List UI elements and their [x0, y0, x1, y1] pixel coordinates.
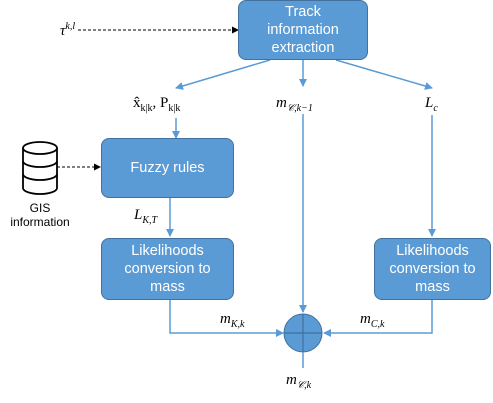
tau-sup: k,l — [65, 21, 76, 32]
lkt-sub: K,T — [142, 215, 158, 226]
likelihood-conversion-right-box: Likelihoods conversion to mass — [374, 238, 491, 300]
label-separator: , — [152, 95, 161, 111]
p-sub: k|k — [168, 103, 181, 114]
arrow-track-to-lc — [335, 59, 433, 90]
m-final-sub: 𝒞,k — [296, 380, 312, 391]
mkk-label: mK,k — [220, 311, 244, 330]
mck-base: m — [360, 311, 371, 327]
m-prev-label: m𝒞,k−1 — [276, 95, 313, 114]
p-base: P — [160, 95, 169, 111]
m-final-base: m — [286, 372, 297, 388]
x-base: x̂ — [133, 95, 141, 111]
database-icon — [22, 141, 58, 195]
combination-operator-icon — [283, 313, 323, 353]
arrow-likelihood-left-to-combiner — [169, 300, 284, 337]
likelihood-conversion-left-box: Likelihoods conversion to mass — [101, 238, 234, 300]
mck-sub: C,k — [370, 319, 385, 330]
x-sub: k|k — [140, 103, 153, 114]
mkk-sub: K,k — [230, 319, 245, 330]
tau-base: τ — [60, 23, 66, 39]
state-estimate-label: x̂k|k, Pk|k — [133, 95, 180, 114]
track-information-extraction-box: Track information extraction — [238, 0, 368, 60]
mck-label: mC,k — [360, 311, 384, 330]
m-final-label: m𝒞,k — [286, 372, 311, 391]
arrow-track-to-xhat — [175, 59, 271, 90]
arrow-likelihood-right-to-combiner — [323, 300, 433, 337]
lc-sub: c — [433, 103, 438, 114]
lc-base: L — [425, 95, 434, 111]
tau-label: τk,l — [60, 21, 75, 40]
lkt-base: L — [134, 207, 143, 223]
lc-label: Lc — [425, 95, 438, 114]
m-prev-sub: 𝒞,k−1 — [286, 103, 313, 114]
mkk-base: m — [220, 311, 231, 327]
m-prev-base: m — [276, 95, 287, 111]
gis-information-label: GIS information — [10, 201, 70, 229]
lkt-label: LK,T — [134, 207, 157, 226]
fuzzy-rules-box: Fuzzy rules — [101, 138, 234, 198]
